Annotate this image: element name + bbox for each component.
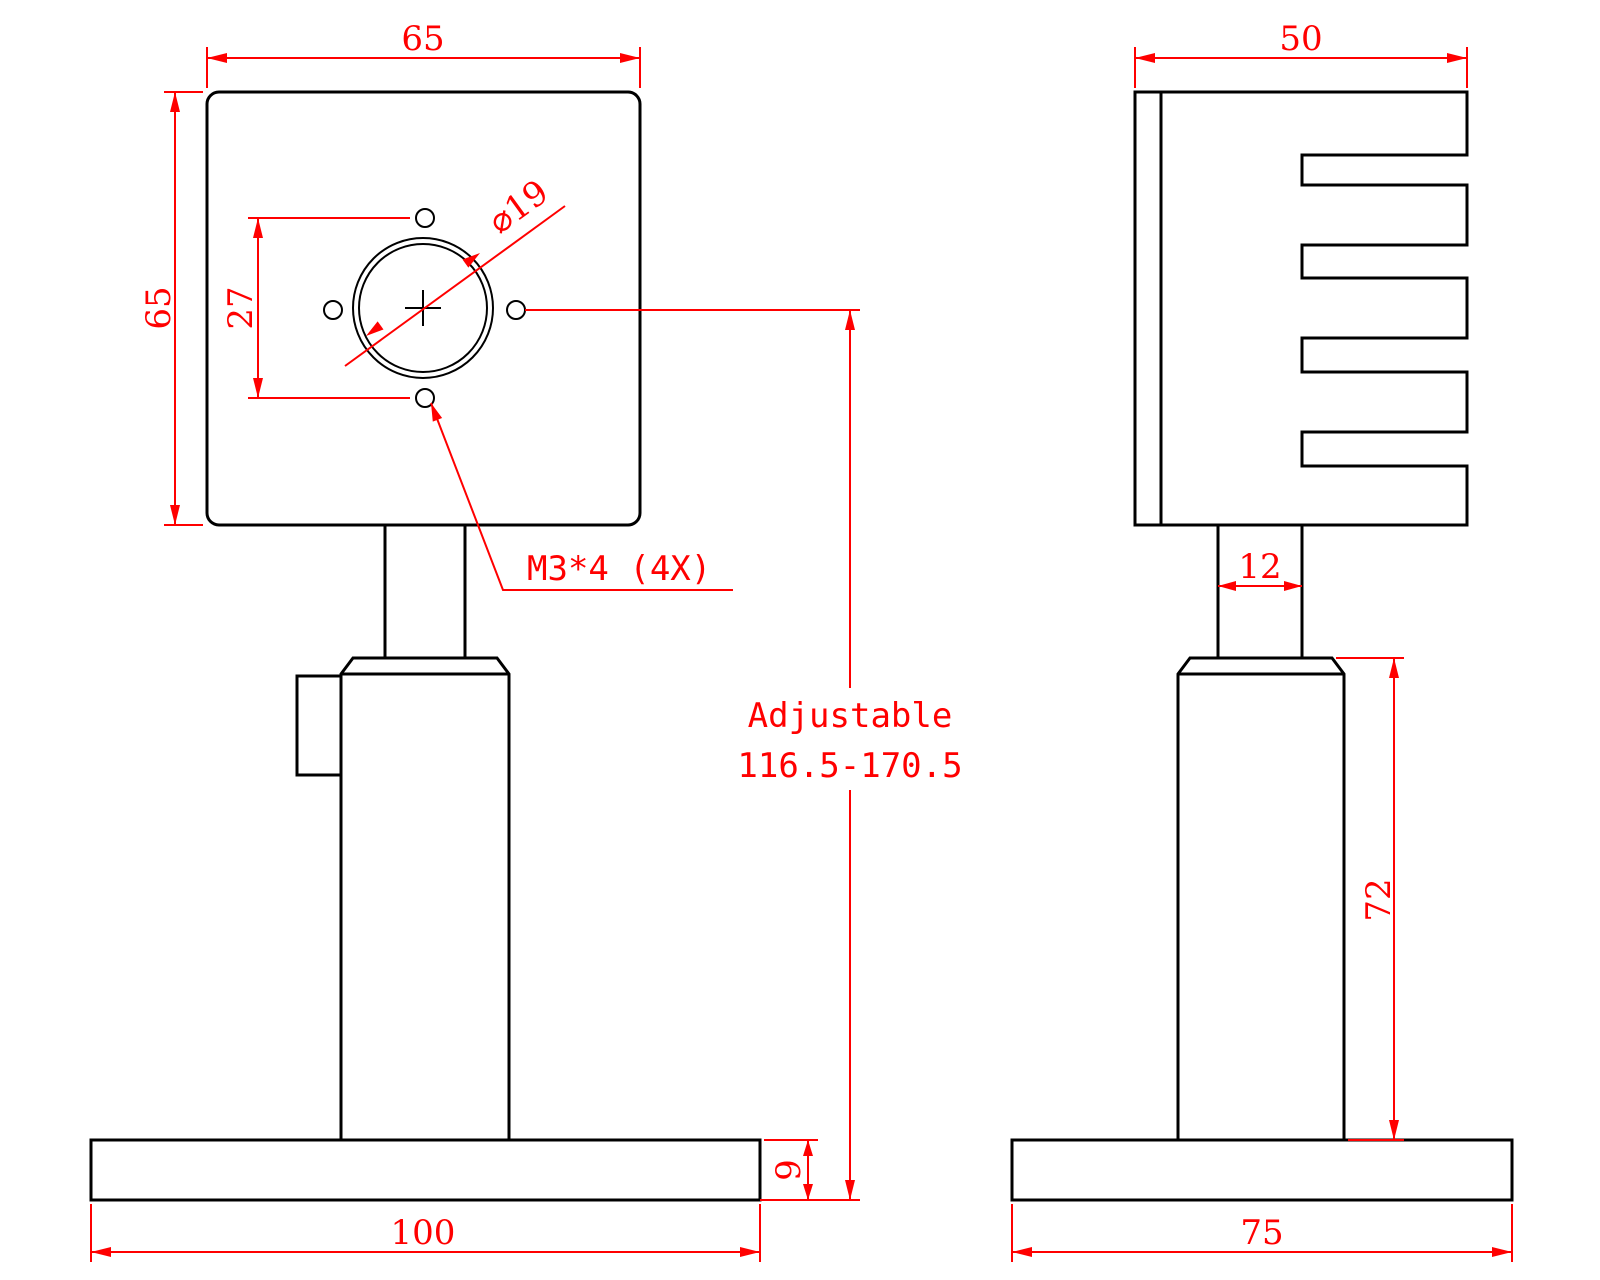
- front-width-label: 65: [401, 19, 444, 59]
- arrow-head: [253, 378, 263, 398]
- front-view: [89, 90, 762, 1202]
- side-dimensions: 50 12 72 75: [1011, 19, 1513, 1262]
- arrow-head: [1389, 658, 1399, 678]
- mounting-hole-left: [323, 300, 343, 320]
- arrow-head: [170, 505, 180, 525]
- arrow-head: [170, 92, 180, 112]
- front-height-label: 65: [139, 286, 179, 329]
- arrow-head: [366, 321, 384, 336]
- arrow-head: [620, 53, 640, 63]
- arrow-head: [1492, 1247, 1512, 1257]
- mounting-hole-top: [415, 208, 435, 228]
- arrow-head: [1218, 581, 1236, 591]
- column-height-label: 72: [1359, 878, 1399, 921]
- front-column: [339, 656, 511, 1142]
- mounting-hole-bottom: [415, 388, 435, 408]
- bore-outer-circle: [352, 237, 494, 379]
- hole-note-leader: [430, 402, 733, 591]
- side-view: [1010, 90, 1514, 1202]
- bore-diameter-dim-line: [344, 205, 566, 367]
- arrow-head: [431, 403, 443, 422]
- arrow-head: [207, 53, 227, 63]
- adjustable-label: Adjustable: [748, 696, 953, 736]
- heat-sink-profile: [1133, 90, 1469, 527]
- arrow-head: [803, 1140, 813, 1156]
- arrow-head: [1012, 1247, 1032, 1257]
- arrow-head: [91, 1247, 111, 1257]
- hole-spacing-label: 27: [221, 286, 261, 329]
- post-width-label: 12: [1238, 547, 1281, 587]
- bore-diameter-label: ⌀19: [481, 172, 556, 242]
- arrow-head: [1284, 581, 1302, 591]
- arrow-head: [803, 1184, 813, 1200]
- arrow-head: [845, 310, 855, 330]
- bore-inner-circle: [358, 243, 488, 373]
- arrow-head: [1389, 1120, 1399, 1140]
- arrow-head: [740, 1247, 760, 1257]
- adjustable-range-label: 116.5-170.5: [737, 746, 962, 786]
- arrow-head: [1135, 53, 1155, 63]
- arrow-head: [1447, 53, 1467, 63]
- arrow-head: [845, 1180, 855, 1200]
- base-height-label: 9: [769, 1159, 809, 1181]
- mounting-hole-right: [506, 300, 526, 320]
- arrow-head: [462, 253, 480, 268]
- front-dimensions: 65 65 27 ⌀19 M3*4 (4X) Adjustable 116.5-…: [90, 19, 963, 1262]
- side-base-width-label: 75: [1240, 1213, 1283, 1253]
- locking-screw-knob: [295, 674, 343, 777]
- side-base-plate: [1010, 1138, 1514, 1202]
- arrow-head: [253, 218, 263, 238]
- side-width-label: 50: [1279, 19, 1322, 59]
- front-plate: [205, 90, 642, 527]
- base-width-label: 100: [391, 1213, 456, 1253]
- hole-note-label: M3*4 (4X): [527, 549, 711, 589]
- front-base-plate: [89, 1138, 762, 1202]
- side-column: [1176, 656, 1346, 1142]
